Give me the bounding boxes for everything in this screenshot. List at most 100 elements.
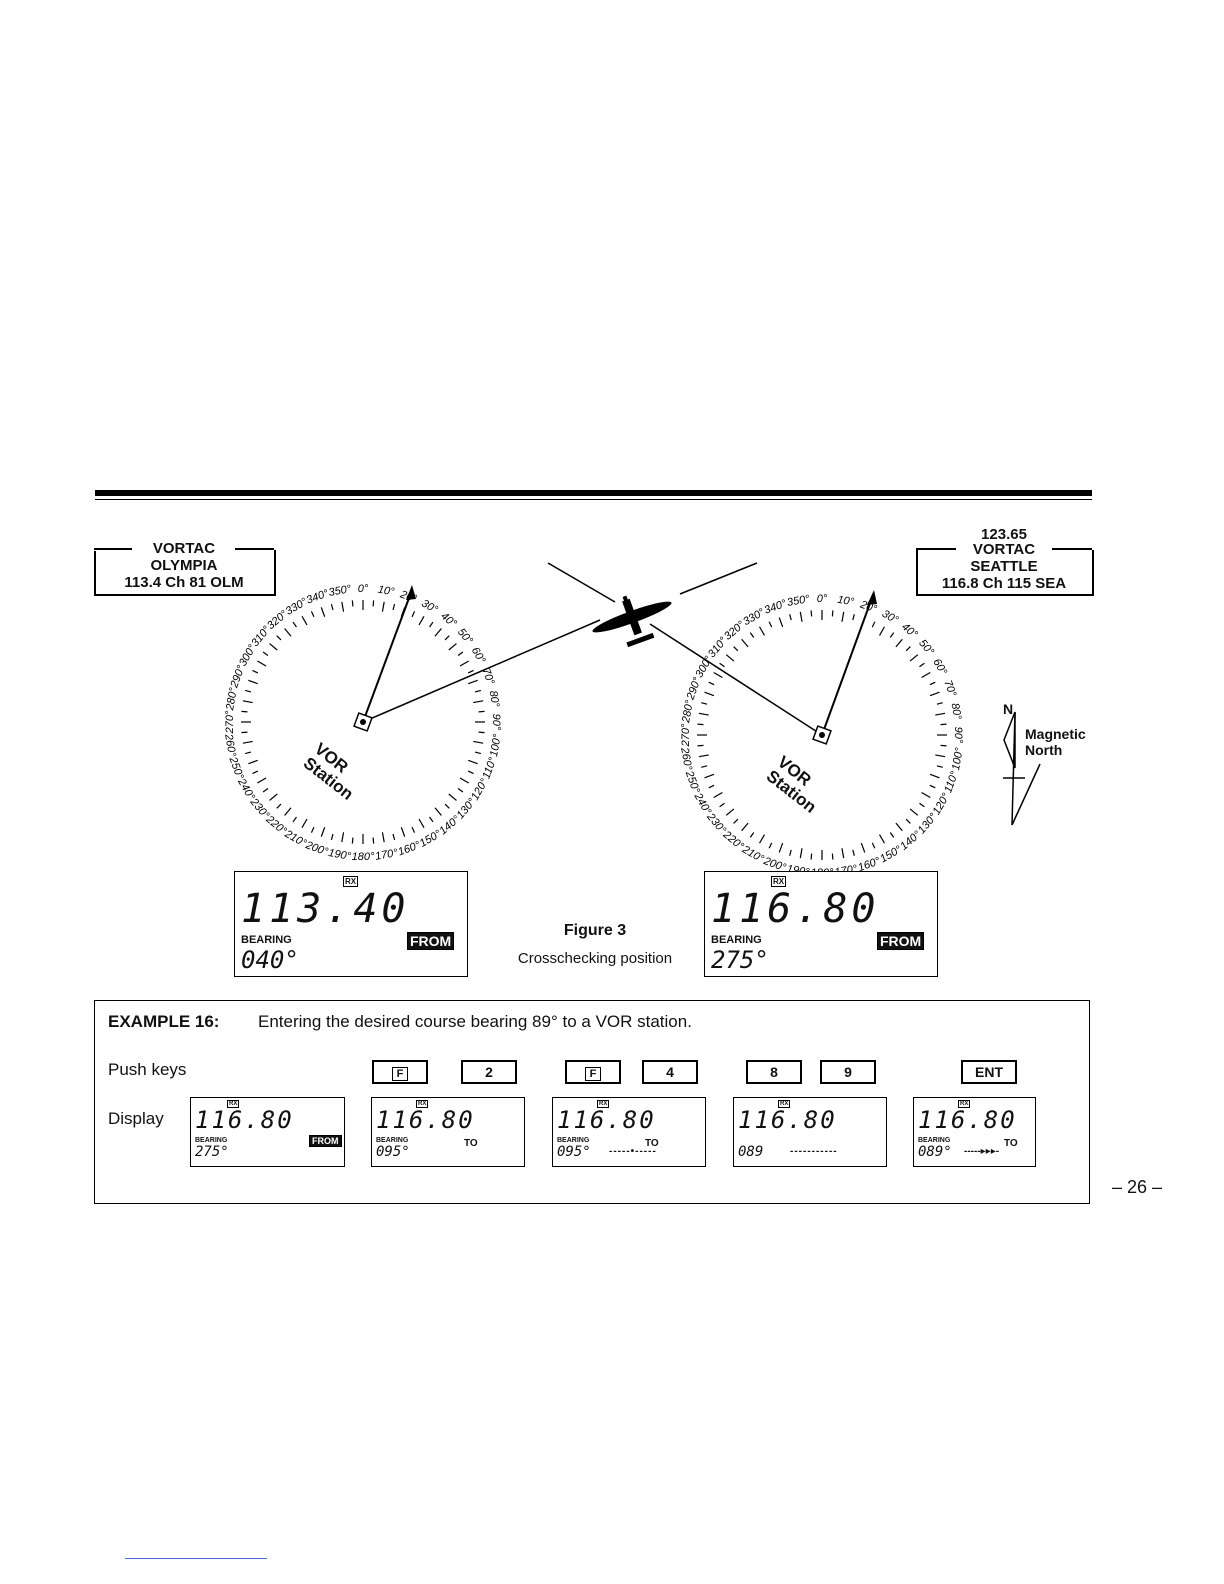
compass-tick — [889, 632, 895, 638]
compass-label: 340° — [763, 597, 789, 616]
compass-tick — [909, 808, 919, 816]
key-8[interactable]: 8 — [746, 1060, 802, 1084]
compass-tick — [895, 638, 903, 648]
compass-label: 100° — [950, 746, 966, 771]
frequency-readout: 116.80 — [738, 1106, 837, 1134]
right-vortac-comm: 123.65 — [981, 526, 1027, 543]
rx-indicator: RX — [958, 1100, 971, 1108]
bearing-readout: 040° — [241, 946, 299, 974]
compass-label: 270° — [224, 710, 236, 734]
compass-tick — [418, 818, 425, 828]
compass-label: 60° — [930, 657, 949, 678]
compass-tick — [713, 791, 723, 799]
compass-tick — [381, 601, 385, 612]
key-f[interactable]: F — [565, 1060, 621, 1084]
page-number: – 26 – — [1112, 1177, 1163, 1197]
compass-tick — [276, 635, 282, 641]
example-text: Entering the desired course bearing 89° … — [258, 1012, 692, 1031]
compass-tick — [320, 827, 326, 837]
compass-label: 50° — [916, 637, 936, 658]
bearing-label: BEARING — [918, 1137, 951, 1144]
radial-line-nw — [547, 562, 616, 603]
compass-tick — [733, 646, 739, 652]
compass-tick — [269, 643, 278, 651]
compass-label: 80° — [487, 690, 502, 709]
key-f-label: F — [584, 1067, 602, 1081]
cdi-scale: ----------- — [790, 1146, 838, 1157]
rx-indicator: RX — [778, 1100, 791, 1108]
magnetic-north-l2: North — [1025, 742, 1063, 758]
key-4[interactable]: 4 — [642, 1060, 698, 1084]
airplane-icon — [592, 595, 672, 648]
key-9-label: 9 — [844, 1064, 852, 1080]
compass-tick — [919, 802, 925, 808]
figure-caption: Crosschecking position — [517, 950, 673, 967]
key-f[interactable]: F — [372, 1060, 428, 1084]
header-rule-thin — [95, 499, 1092, 500]
compass-tick — [301, 818, 308, 828]
compass-label: 80° — [949, 702, 964, 721]
compass-tick — [860, 842, 866, 853]
compass-tick — [241, 731, 248, 734]
bearing-label: BEARING — [711, 934, 762, 946]
needle-left — [362, 589, 413, 723]
compass-tick — [895, 822, 903, 832]
north-arrow-icon — [1003, 711, 1041, 826]
compass-tick — [789, 849, 792, 856]
magnetic-north-label: Magnetic North — [1025, 726, 1086, 758]
compass-tick — [248, 759, 258, 765]
compass-label: 20° — [398, 588, 419, 606]
compass-label: 90° — [490, 714, 502, 731]
compass-tick — [400, 607, 406, 617]
compass-label: 250° — [682, 769, 702, 796]
rx-indicator: RX — [771, 876, 787, 887]
magnetic-north-l1: Magnetic — [1025, 726, 1086, 742]
compass-tick — [320, 607, 326, 617]
compass-tick — [935, 712, 946, 716]
key-ent[interactable]: ENT — [961, 1060, 1017, 1084]
compass-tick — [310, 826, 315, 833]
compass-label: 30° — [880, 608, 901, 627]
compass-tick — [697, 744, 704, 747]
to-flag: TO — [645, 1138, 659, 1149]
needle-right — [821, 594, 874, 736]
small-display-4: RX 116.80 089 ----------- — [733, 1097, 887, 1167]
compass-tick — [725, 808, 735, 816]
compass-tick — [457, 788, 464, 793]
compass-tick — [473, 740, 484, 744]
compass-tick — [940, 744, 947, 747]
compass-tick — [444, 635, 450, 641]
compass-label: 40° — [438, 610, 459, 630]
key-2[interactable]: 2 — [461, 1060, 517, 1084]
compass-tick — [468, 759, 478, 765]
cdi-scale: -----▸▸▸- — [964, 1146, 1000, 1157]
compass-label: 250° — [226, 754, 246, 781]
compass-tick — [248, 679, 258, 685]
key-ent-label: ENT — [975, 1064, 1003, 1080]
bearing-label: BEARING — [195, 1137, 228, 1144]
compass-tick — [242, 700, 253, 704]
compass-label: 70° — [941, 679, 958, 699]
key-9[interactable]: 9 — [820, 1060, 876, 1084]
frequency-readout: 113.40 — [241, 886, 410, 932]
to-flag: TO — [464, 1138, 478, 1149]
compass-tick — [474, 751, 481, 755]
compass-tick — [758, 834, 766, 844]
compass-tick — [698, 754, 709, 758]
compass-tick — [241, 710, 248, 713]
compass-tick — [459, 660, 469, 667]
compass-label: 340° — [305, 587, 331, 606]
compass-tick — [860, 617, 866, 628]
left-vortac-name: OLYMPIA — [150, 557, 218, 574]
compass-tick — [351, 600, 354, 607]
compass-label: 10° — [836, 594, 855, 609]
compass-tick — [459, 777, 469, 784]
bearing-readout: 089 — [738, 1144, 764, 1160]
compass-tick — [708, 784, 715, 789]
compass-tick — [719, 662, 725, 668]
compass-tick — [257, 660, 267, 667]
footer-link-line — [125, 1558, 267, 1559]
key-f-label: F — [391, 1067, 409, 1081]
compass-label: 160° — [396, 839, 422, 858]
compass-tick — [878, 834, 886, 844]
